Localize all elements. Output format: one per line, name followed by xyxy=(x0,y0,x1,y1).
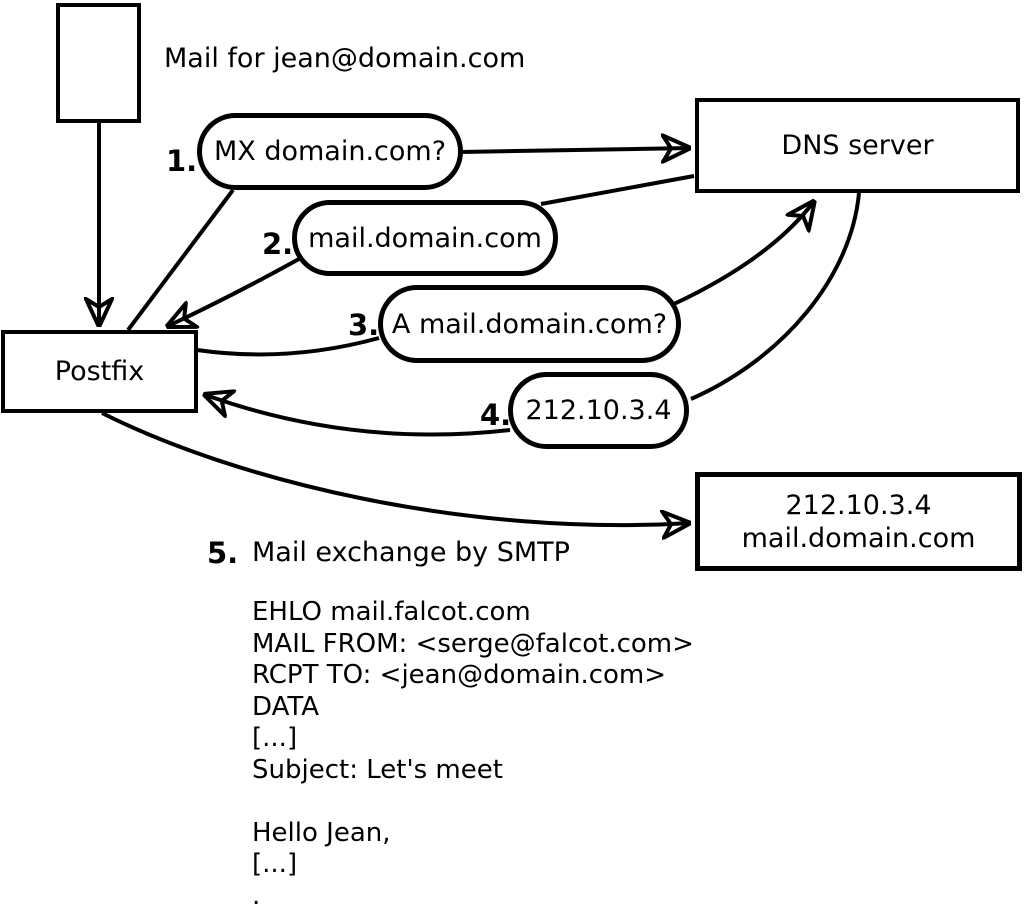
arrow-postfix-to-mail-server xyxy=(101,411,691,525)
step-3-a-query-text: A mail.domain.com? xyxy=(391,308,668,340)
smtp-line: DATA xyxy=(252,691,319,722)
line-postfix-to-mx-query xyxy=(126,188,235,332)
step-2-mx-answer-pill: mail.domain.com xyxy=(292,200,558,276)
line-dns-to-mx-answer xyxy=(540,174,695,206)
step-1-number: 1. xyxy=(166,144,198,178)
smtp-line: Subject: Let's meet xyxy=(252,754,503,785)
smtp-line: . xyxy=(252,880,261,911)
smtp-line: RCPT TO: <jean@domain.com> xyxy=(252,660,667,690)
arrow-mx-query-to-dns xyxy=(460,148,691,152)
smtp-line: [...] xyxy=(252,723,298,753)
smtp-line: [...] xyxy=(252,849,298,879)
step-5-label: Mail exchange by SMTP xyxy=(252,537,570,568)
smtp-line: Hello Jean, xyxy=(252,817,391,848)
mail-server-node: 212.10.3.4 mail.domain.com xyxy=(695,472,1022,571)
step-3-number: 3. xyxy=(348,308,380,342)
step-4-number: 4. xyxy=(480,398,512,432)
step-1-mx-query-pill: MX domain.com? xyxy=(197,113,463,190)
mail-server-hostname: mail.domain.com xyxy=(741,522,976,554)
line-postfix-to-a-query xyxy=(196,336,380,357)
dns-server-label: DNS server xyxy=(781,130,934,161)
step-2-mx-answer-text: mail.domain.com xyxy=(308,222,542,254)
mail-for-label: Mail for jean@domain.com xyxy=(164,43,526,74)
smtp-line xyxy=(252,786,694,818)
step-4-a-answer-pill: 212.10.3.4 xyxy=(508,372,689,449)
arrow-a-answer-to-postfix xyxy=(203,394,511,437)
smtp-line: MAIL FROM: <serge@falcot.com> xyxy=(252,628,694,659)
line-dns-to-a-answer xyxy=(690,192,861,401)
postfix-node: Postfix xyxy=(1,330,198,413)
arrow-a-query-to-dns xyxy=(673,200,815,306)
step-2-number: 2. xyxy=(262,227,294,261)
step-4-a-answer-text: 212.10.3.4 xyxy=(525,395,672,426)
arrow-mx-answer-to-postfix xyxy=(166,257,300,327)
mail-envelope-icon xyxy=(56,3,141,123)
mail-server-ip: 212.10.3.4 xyxy=(785,489,932,521)
dns-server-node: DNS server xyxy=(695,98,1020,193)
postfix-label: Postfix xyxy=(54,356,145,387)
step-5-number: 5. xyxy=(207,536,239,570)
smtp-line: EHLO mail.falcot.com xyxy=(252,597,531,627)
step-3-a-query-pill: A mail.domain.com? xyxy=(378,285,681,363)
step-1-mx-query-text: MX domain.com? xyxy=(213,136,447,167)
